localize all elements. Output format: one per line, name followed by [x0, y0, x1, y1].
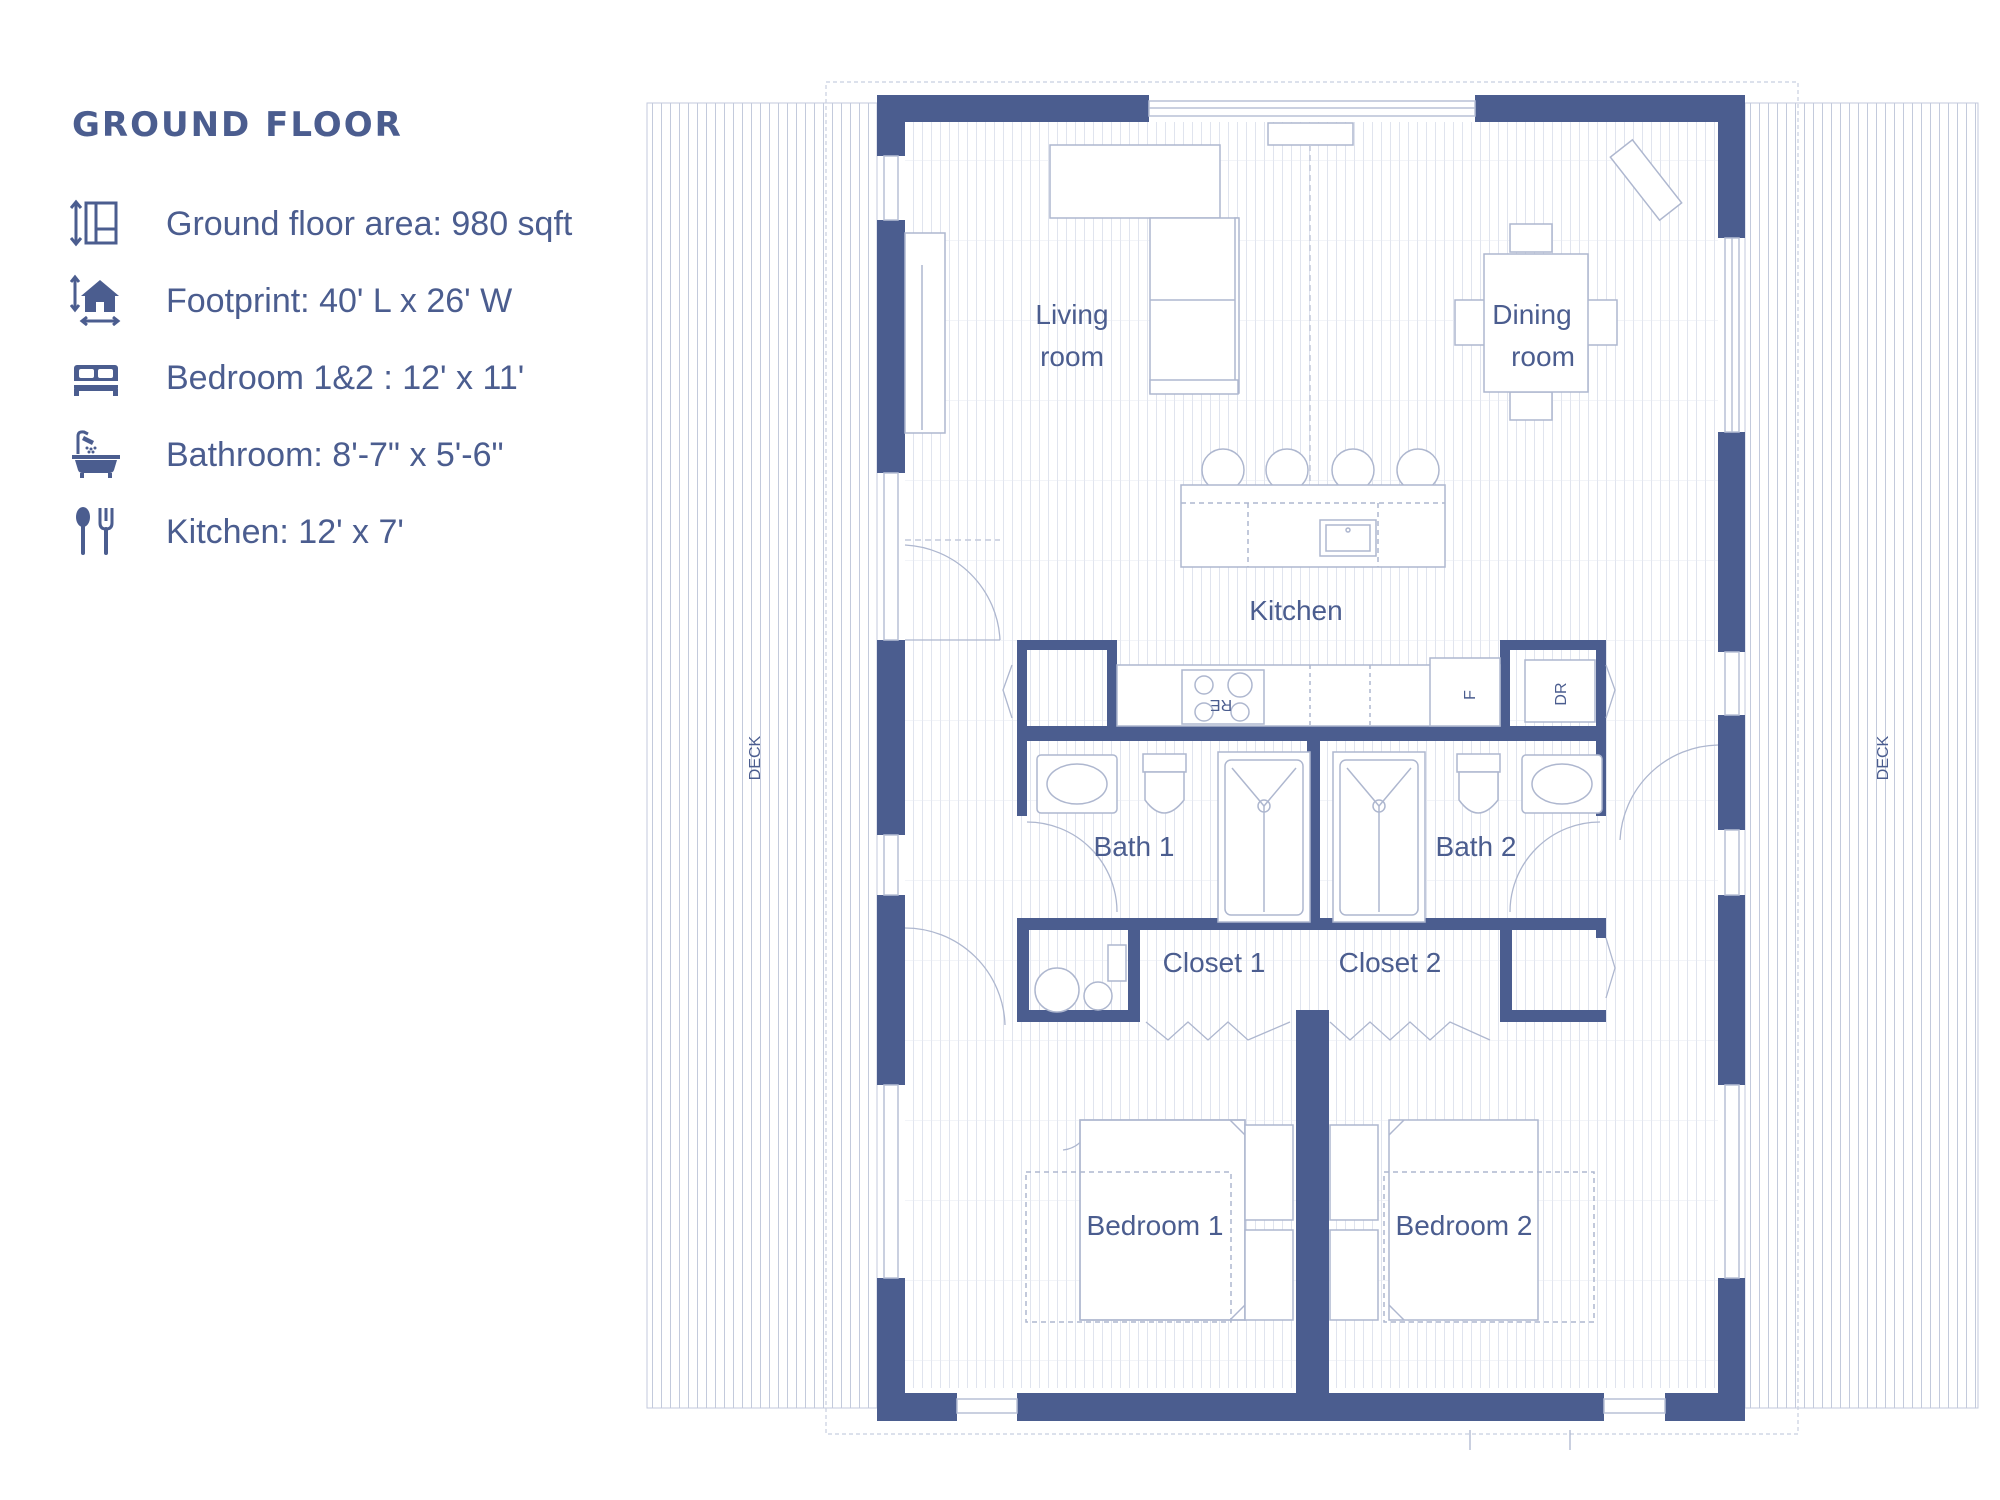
living-room-label-line1: Living — [1035, 299, 1108, 330]
spec-area: Ground floor area: 980 sqft — [70, 197, 630, 274]
laundry-fixtures — [1034, 944, 1127, 1013]
windows — [883, 100, 1740, 1414]
bath-2-label: Bath 2 — [1436, 831, 1517, 862]
legend-panel: GROUND FLOOR Ground floor area: 980 sqft… — [70, 105, 630, 582]
kitchen-island — [1180, 448, 1446, 568]
bedroom-2-label: Bedroom 2 — [1396, 1210, 1533, 1241]
deck-right-label: DECK — [1875, 735, 1892, 780]
room-labels: Living room Dining room Kitchen Bath 1 B… — [747, 299, 1892, 1241]
roof-outline — [825, 81, 1799, 1435]
dining-room-label-line1: Dining — [1492, 299, 1571, 330]
door-swings — [904, 544, 1719, 1450]
exterior-walls — [877, 95, 1745, 1421]
bedroom-furniture — [1025, 1119, 1595, 1323]
bedroom-1-label: Bedroom 1 — [1087, 1210, 1224, 1241]
cutlery-icon — [76, 507, 114, 555]
spec-footprint: Footprint: 40' L x 26' W — [70, 274, 630, 351]
bath-fixtures — [1036, 751, 1603, 923]
spec-area-text: Ground floor area: 980 sqft — [166, 205, 573, 243]
interior-walls — [1017, 640, 1606, 1410]
dining-table — [1454, 223, 1618, 421]
page-title: GROUND FLOOR — [72, 105, 403, 145]
spec-bedroom-text: Bedroom 1&2 : 12' x 11' — [166, 359, 525, 397]
deck-left — [646, 102, 878, 1409]
kitchen-label: Kitchen — [1249, 595, 1342, 626]
range-label: RE — [1210, 696, 1232, 713]
house-dimensions-icon — [70, 274, 121, 326]
fridge-label: F — [1462, 690, 1479, 700]
dining-room-label-line2: room — [1511, 341, 1575, 372]
spec-bathroom-text: Bathroom: 8'-7" x 5'-6" — [166, 436, 504, 474]
dryer-label: DR — [1553, 682, 1570, 705]
spec-bathroom: Bathroom: 8'-7" x 5'-6" — [70, 428, 630, 505]
deck-right — [1744, 102, 1979, 1409]
spec-kitchen: Kitchen: 12' x 7' — [70, 505, 630, 582]
living-room-label-line2: room — [1040, 341, 1104, 372]
bath-1-label: Bath 1 — [1094, 831, 1175, 862]
spec-kitchen-text: Kitchen: 12' x 7' — [166, 513, 404, 551]
closet-1-label: Closet 1 — [1163, 947, 1266, 978]
bed-icon — [72, 365, 120, 396]
spec-bedroom: Bedroom 1&2 : 12' x 11' — [70, 351, 630, 428]
deck-left-label: DECK — [747, 735, 764, 780]
spec-footprint-text: Footprint: 40' L x 26' W — [166, 282, 513, 320]
bathtub-icon — [72, 430, 120, 478]
area-icon — [70, 199, 118, 247]
closet-2-label: Closet 2 — [1339, 947, 1442, 978]
kitchen-counter — [1116, 657, 1596, 727]
living-room-furniture — [904, 122, 1683, 560]
